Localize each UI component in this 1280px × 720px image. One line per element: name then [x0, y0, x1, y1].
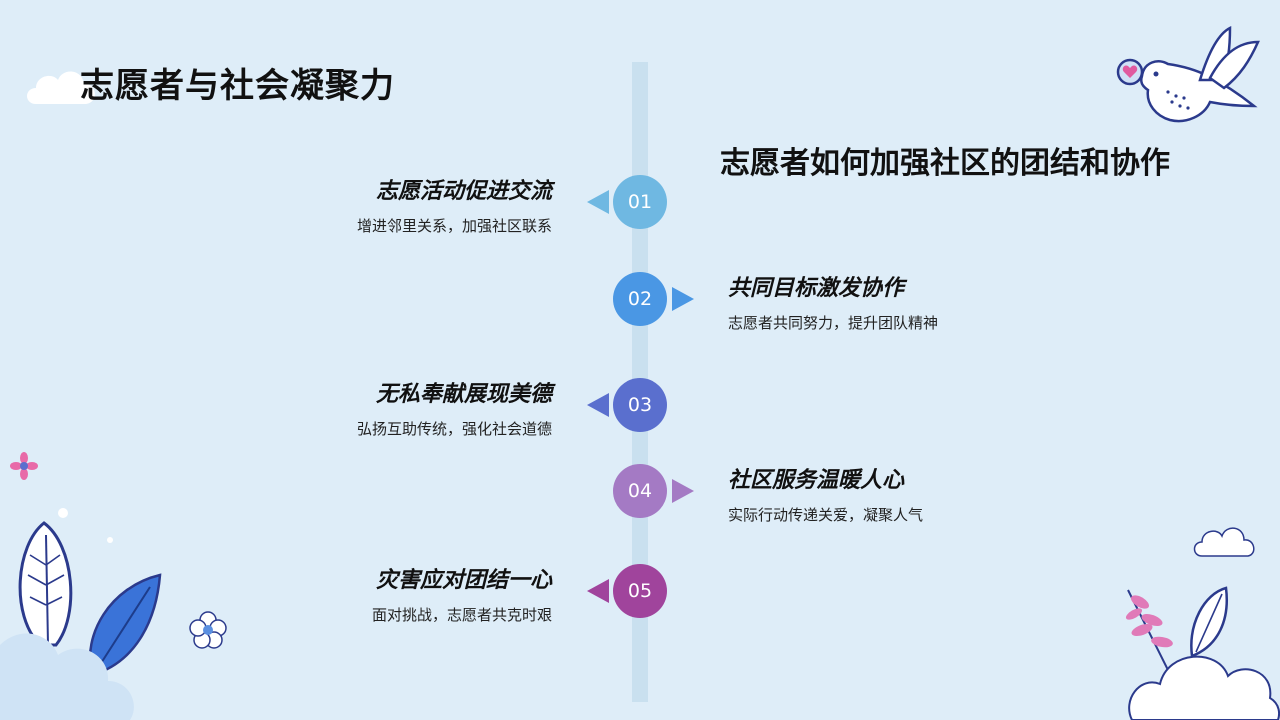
timeline-item-04: 社区服务温暖人心 实际行动传递关爱，凝聚人气	[728, 462, 923, 525]
timeline-node-05: 05	[613, 564, 667, 618]
cloud-icon	[1192, 518, 1262, 562]
timeline-item-03: 无私奉献展现美德 弘扬互助传统，强化社会道德	[357, 376, 552, 439]
dove-icon	[1112, 24, 1262, 134]
page-title: 志愿者与社会凝聚力	[80, 58, 395, 107]
item-heading: 无私奉献展现美德	[357, 376, 552, 408]
arrow-left-icon	[587, 190, 609, 214]
section-subtitle: 志愿者如何加强社区的团结和协作	[720, 138, 1170, 182]
timeline-node-02: 02	[613, 272, 667, 326]
item-heading: 社区服务温暖人心	[728, 462, 923, 494]
node-number: 05	[628, 580, 652, 602]
item-heading: 灾害应对团结一心	[372, 562, 552, 594]
node-number: 03	[628, 394, 652, 416]
node-number: 04	[628, 480, 652, 502]
arrow-left-icon	[587, 393, 609, 417]
timeline-item-01: 志愿活动促进交流 增进邻里关系，加强社区联系	[357, 173, 552, 236]
timeline-node-03: 03	[613, 378, 667, 432]
arrow-left-icon	[587, 579, 609, 603]
leaf-icon	[1118, 580, 1280, 720]
timeline-item-02: 共同目标激发协作 志愿者共同努力，提升团队精神	[728, 270, 938, 333]
item-heading: 共同目标激发协作	[728, 270, 938, 302]
heart-icon	[1123, 66, 1137, 78]
flower-icon	[8, 450, 40, 482]
item-description: 增进邻里关系，加强社区联系	[357, 215, 552, 236]
timeline-node-01: 01	[613, 175, 667, 229]
arrow-right-icon	[672, 287, 694, 311]
item-description: 志愿者共同努力，提升团队精神	[728, 312, 938, 333]
item-description: 实际行动传递关爱，凝聚人气	[728, 504, 923, 525]
item-description: 面对挑战，志愿者共克时艰	[372, 604, 552, 625]
item-description: 弘扬互助传统，强化社会道德	[357, 418, 552, 439]
timeline-item-05: 灾害应对团结一心 面对挑战，志愿者共克时艰	[372, 562, 552, 625]
item-heading: 志愿活动促进交流	[357, 173, 552, 205]
node-number: 02	[628, 288, 652, 310]
arrow-right-icon	[672, 479, 694, 503]
node-number: 01	[628, 191, 652, 213]
timeline-node-04: 04	[613, 464, 667, 518]
leaf-icon	[0, 505, 250, 720]
